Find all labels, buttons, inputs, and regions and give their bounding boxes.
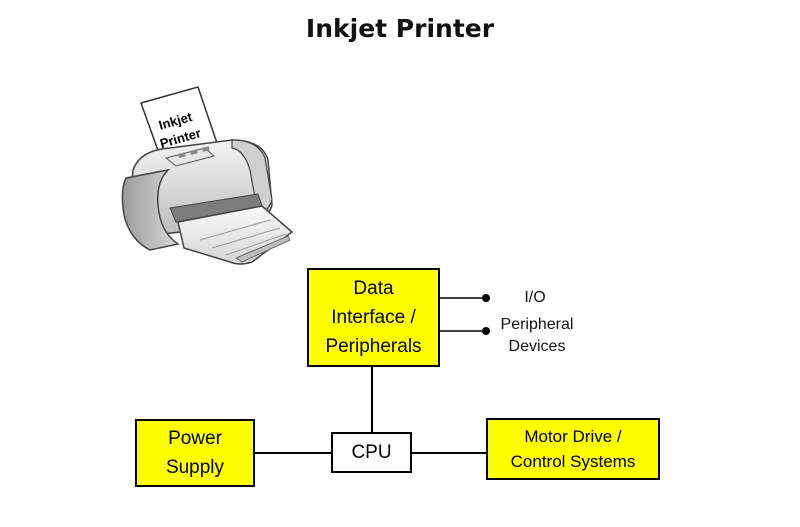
motor-drive-block: Motor Drive / Control Systems: [486, 418, 660, 480]
io-label: I/O: [524, 289, 546, 306]
diagram-title: Inkjet Printer: [305, 14, 495, 43]
data-interface-line1: Data: [353, 278, 394, 299]
motor-drive-line2: Control Systems: [510, 452, 636, 471]
power-supply-line1: Power: [168, 428, 222, 449]
data-interface-line3: Peripherals: [325, 336, 422, 357]
io-upper-dot: [482, 294, 490, 302]
power-supply-line2: Supply: [165, 457, 225, 478]
io-lower-dot: [482, 327, 490, 335]
motor-drive-line1: Motor Drive /: [524, 427, 622, 446]
data-interface-line2: Interface /: [331, 307, 416, 328]
peripheral-label: Peripheral: [500, 316, 574, 333]
devices-label: Devices: [508, 338, 566, 355]
power-supply-block: Power Supply: [135, 419, 255, 487]
cpu-block: CPU: [331, 432, 412, 473]
data-interface-block: Data Interface / Peripherals: [307, 268, 440, 367]
cpu-label: CPU: [351, 442, 392, 463]
